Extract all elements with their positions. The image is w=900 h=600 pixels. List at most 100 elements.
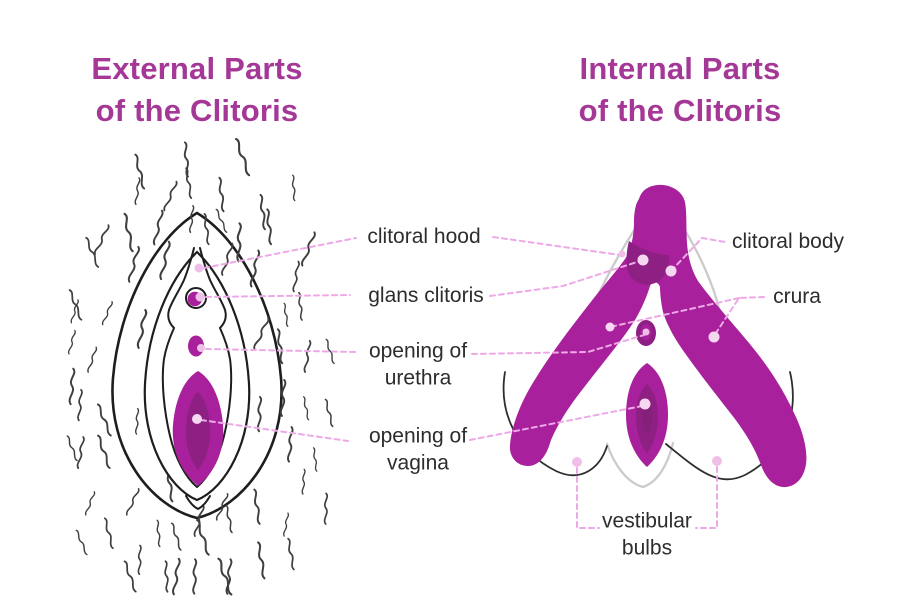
hair-strand bbox=[68, 367, 76, 406]
hair-strand bbox=[221, 242, 234, 276]
hair-strand bbox=[276, 328, 284, 365]
hair-strand bbox=[287, 537, 295, 571]
hair-strand bbox=[134, 153, 146, 190]
label-clitoral-hood: clitoral hood bbox=[367, 224, 481, 248]
hair-strand bbox=[96, 403, 112, 437]
hair-strand bbox=[256, 395, 263, 433]
hair-strand bbox=[185, 167, 193, 199]
hair-strand bbox=[203, 213, 210, 246]
hair-strand bbox=[136, 308, 148, 349]
hair-strand bbox=[302, 396, 310, 421]
hair-strand bbox=[196, 519, 210, 556]
leader-vagina-left bbox=[200, 419, 349, 442]
hair-strand bbox=[85, 236, 100, 268]
hair-strand bbox=[253, 488, 261, 525]
leader-dot-crus-left bbox=[605, 322, 615, 332]
hair-strand bbox=[291, 174, 296, 202]
hair-strand bbox=[303, 339, 312, 373]
hair-strand bbox=[127, 245, 140, 283]
label-opening-of-urethra: opening of urethra bbox=[368, 339, 468, 390]
internal-title-line2: of the Clitoris bbox=[578, 93, 782, 128]
hair-strand bbox=[67, 329, 76, 355]
leader-urethra-left bbox=[205, 348, 357, 353]
hair-strand bbox=[283, 512, 290, 537]
leader-lines bbox=[200, 236, 765, 529]
hair-strand bbox=[183, 141, 189, 178]
hair-strand bbox=[76, 436, 85, 470]
hair-strand bbox=[225, 558, 233, 595]
leader-crura-left-branch bbox=[609, 297, 740, 328]
leader-glans-right bbox=[489, 260, 641, 297]
leader-bulb-right bbox=[695, 466, 718, 529]
hair-strand bbox=[189, 205, 195, 234]
hair-strand bbox=[135, 407, 140, 435]
hair-strand bbox=[283, 302, 289, 327]
hair-strand bbox=[215, 208, 228, 233]
hair-strand bbox=[193, 504, 205, 537]
hair-strand bbox=[236, 222, 242, 263]
leader-glans-left bbox=[205, 294, 351, 298]
hair-strand bbox=[93, 224, 110, 256]
hair-strand bbox=[257, 541, 266, 580]
vaginal-opening-external-inner bbox=[185, 392, 211, 470]
hair-strand bbox=[152, 209, 164, 246]
hair-strand bbox=[101, 301, 113, 326]
leader-dot-urethra-ext bbox=[197, 344, 205, 352]
hair-strand bbox=[123, 212, 134, 253]
leader-dot-glans-int bbox=[637, 254, 649, 266]
internal-title: Internal Parts of the Clitoris bbox=[579, 48, 782, 132]
hair-strand bbox=[164, 560, 169, 593]
label-vestibular-bulbs: vestibular bulbs bbox=[602, 509, 692, 560]
hair-strand bbox=[249, 249, 261, 288]
leader-clitoral-body bbox=[670, 236, 726, 272]
hair-strand bbox=[225, 504, 233, 534]
leader-dot-bulb-right bbox=[712, 456, 722, 466]
hair-strand bbox=[301, 231, 316, 267]
leader-vagina-right bbox=[469, 405, 643, 441]
vestibular-bulb-outline-left bbox=[502, 371, 608, 477]
hair-strand bbox=[68, 289, 83, 321]
hair-strand bbox=[70, 299, 79, 324]
hair-strand bbox=[324, 398, 334, 428]
hair-strand bbox=[301, 468, 306, 495]
hair-strand bbox=[287, 426, 294, 463]
hair-strand bbox=[75, 529, 88, 556]
label-clitoral-body: clitoral body bbox=[731, 229, 845, 253]
hair-strand bbox=[97, 434, 111, 469]
leader-bulb-left bbox=[576, 467, 600, 529]
hair-strand bbox=[215, 492, 229, 521]
hair-strand bbox=[125, 488, 140, 516]
hair-strand bbox=[253, 317, 270, 350]
labia-fold-line bbox=[185, 495, 211, 511]
hair-strand bbox=[192, 558, 198, 595]
external-title-line2: of the Clitoris bbox=[95, 93, 299, 128]
hair-strand bbox=[292, 260, 300, 293]
leader-clitoral-hood-left bbox=[203, 237, 357, 269]
leader-dot-body-int bbox=[665, 265, 677, 277]
hair-strand bbox=[323, 492, 329, 525]
hair-strand bbox=[84, 491, 96, 516]
leader-crura-right-branch bbox=[713, 296, 765, 337]
hair-strand bbox=[66, 435, 78, 462]
hair-strand bbox=[163, 180, 178, 212]
leader-dot-bulb-left bbox=[572, 457, 582, 467]
label-glans-clitoris: glans clitoris bbox=[368, 283, 484, 307]
hair-strand bbox=[123, 560, 137, 593]
hair-strand bbox=[171, 522, 182, 551]
hair-strand bbox=[77, 388, 83, 422]
label-opening-of-vagina: opening of vagina bbox=[368, 424, 468, 475]
hair-strand bbox=[87, 346, 98, 373]
hair-strand bbox=[312, 447, 318, 472]
vestibule-gray-line bbox=[605, 441, 675, 489]
label-crura: crura bbox=[773, 284, 821, 308]
external-title: External Parts of the Clitoris bbox=[91, 48, 302, 132]
glans-shading bbox=[626, 241, 670, 285]
vestibular-bulb-outline-right bbox=[665, 371, 794, 481]
clitoral-body-and-crura-shape bbox=[509, 184, 807, 488]
leader-dot-hood-int bbox=[618, 250, 626, 258]
leader-dot-vagina-int bbox=[639, 398, 651, 410]
hair-strand bbox=[172, 557, 181, 596]
pubic-hair bbox=[66, 137, 335, 596]
